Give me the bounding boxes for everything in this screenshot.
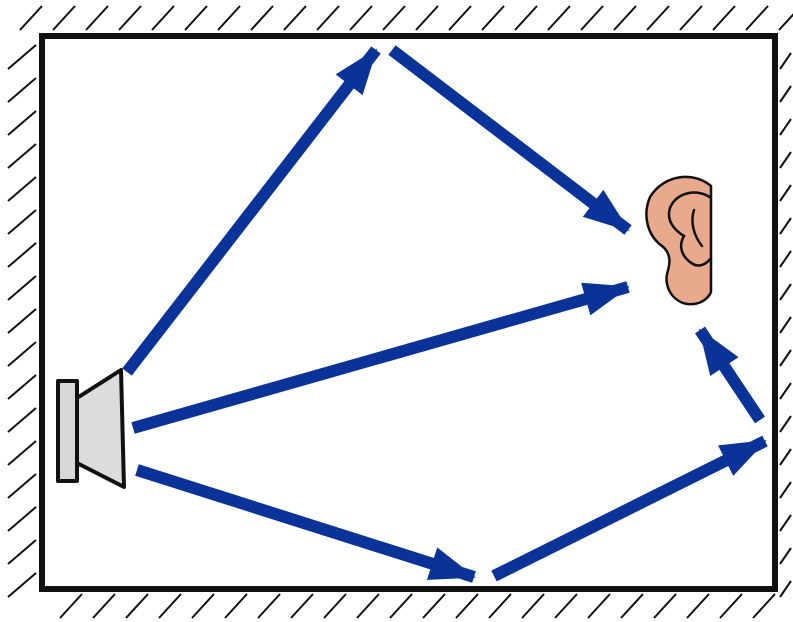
hatch-mark [8,408,36,432]
hatch-mark [8,111,36,135]
hatch-mark [621,594,643,618]
left-wall-hatching [8,45,36,597]
hatch-mark [185,6,207,30]
hatch-mark [482,6,504,30]
hatch-mark [687,594,709,618]
hatch-mark [489,594,511,618]
hatch-mark [86,6,108,30]
hatch-mark [780,152,791,168]
hatch-mark [680,6,702,30]
hatch-mark [780,383,791,399]
hatch-mark [614,6,636,30]
hatch-mark [390,594,412,618]
hatch-mark [8,243,36,267]
hatch-mark [780,86,791,102]
hatch-mark [60,594,82,618]
hatch-mark [522,594,544,618]
hatch-mark [780,581,791,597]
hatch-mark [423,594,445,618]
hatch-mark [284,6,306,30]
right-wall-hatching [780,53,791,597]
hatch-mark [8,375,36,399]
hatch-mark [654,594,676,618]
hatch-mark [324,594,346,618]
hatch-mark [779,6,793,30]
hatch-mark [20,6,42,30]
hatch-mark [780,284,791,300]
hatch-mark [780,317,791,333]
hatch-mark [713,6,735,30]
bottom-wall-hatching [60,594,775,618]
hatch-mark [746,6,768,30]
hatch-mark [548,6,570,30]
hatch-mark [8,276,36,300]
hatch-mark [780,119,791,135]
hatch-mark [8,342,36,366]
hatch-mark [152,6,174,30]
hatch-mark [8,540,36,564]
hatch-mark [357,594,379,618]
hatch-mark [780,53,791,69]
hatch-mark [251,6,273,30]
hatch-mark [225,594,247,618]
hatch-mark [350,6,372,30]
hatch-mark [8,144,36,168]
hatch-mark [588,594,610,618]
hatch-mark [8,210,36,234]
speaker-icon [58,370,124,487]
hatch-mark [720,594,742,618]
hatch-mark [8,474,36,498]
hatch-mark [780,482,791,498]
hatch-mark [8,507,36,531]
hatch-mark [126,594,148,618]
hatch-mark [780,218,791,234]
hatch-mark [159,594,181,618]
hatch-mark [192,594,214,618]
hatch-mark [8,45,36,69]
hatch-mark [93,594,115,618]
hatch-mark [416,6,438,30]
hatch-mark [780,548,791,564]
hatch-mark [218,6,240,30]
hatch-mark [291,594,313,618]
top-wall-hatching [20,6,793,30]
hatch-mark [8,573,36,597]
hatch-mark [780,515,791,531]
hatch-mark [317,6,339,30]
hatch-mark [780,251,791,267]
hatch-mark [8,441,36,465]
hatch-mark [53,6,75,30]
hatch-mark [753,594,775,618]
hatch-mark [449,6,471,30]
hatch-mark [780,449,791,465]
hatch-mark [581,6,603,30]
hatch-mark [383,6,405,30]
hatch-mark [8,177,36,201]
hatch-mark [515,6,537,30]
hatch-mark [258,594,280,618]
hatch-mark [8,309,36,333]
hatch-mark [780,350,791,366]
hatch-mark [456,594,478,618]
hatch-mark [8,78,36,102]
hatch-mark [555,594,577,618]
hatch-mark [647,6,669,30]
hatch-mark [780,416,791,432]
hatch-mark [780,185,791,201]
room-walls [42,36,775,589]
hatch-mark [119,6,141,30]
